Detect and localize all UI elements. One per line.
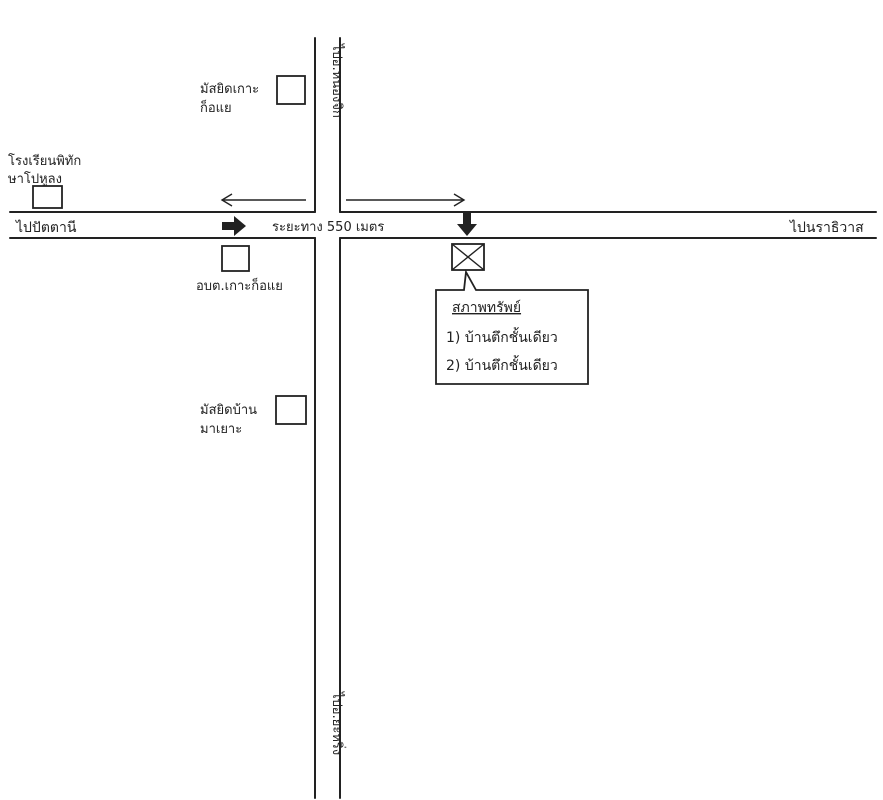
direction-arrow-east-icon: [222, 216, 246, 236]
property-marker-icon: [451, 243, 485, 271]
distance-arrow-right: [346, 193, 466, 207]
callout-item-1: 1) บ้านตึกชั้นเดียว: [446, 327, 558, 346]
road-label-south: ไปอ.ยะหริ่ง: [329, 691, 346, 755]
mosque-north-building-icon: [276, 75, 306, 105]
landmark-label-mosque-south: มัสยิดบ้านมาเยาะ: [200, 403, 257, 437]
landmark-label-mosque-north: มัสยิดเกาะก็อแย: [200, 82, 259, 116]
road-label-distance: ระยะทาง 550 เมตร: [272, 220, 384, 235]
property-callout: [435, 269, 589, 385]
school-building-icon: [32, 185, 63, 209]
landmark-label-school: โรงเรียนพิทักษาโปหูลง: [8, 153, 81, 187]
cross-road-vertical: [314, 37, 341, 799]
callout-title: สภาพทรัพย์: [452, 299, 521, 316]
main-road-horizontal: [9, 211, 877, 239]
subdistrict-office-building-icon: [221, 245, 250, 272]
road-label-north: ไปอ.หนองจิก: [329, 43, 345, 118]
callout-item-2: 2) บ้านตึกชั้นเดียว: [446, 355, 558, 374]
property-pointer-arrow-icon: [457, 212, 477, 236]
distance-arrow-left: [220, 193, 306, 207]
road-label-east: ไปนราธิวาส: [789, 219, 864, 236]
landmark-label-subdistrict-office: อบต.เกาะก็อแย: [196, 276, 283, 294]
mosque-south-building-icon: [275, 395, 307, 425]
road-label-west: ไปปัตตานี: [15, 219, 77, 236]
